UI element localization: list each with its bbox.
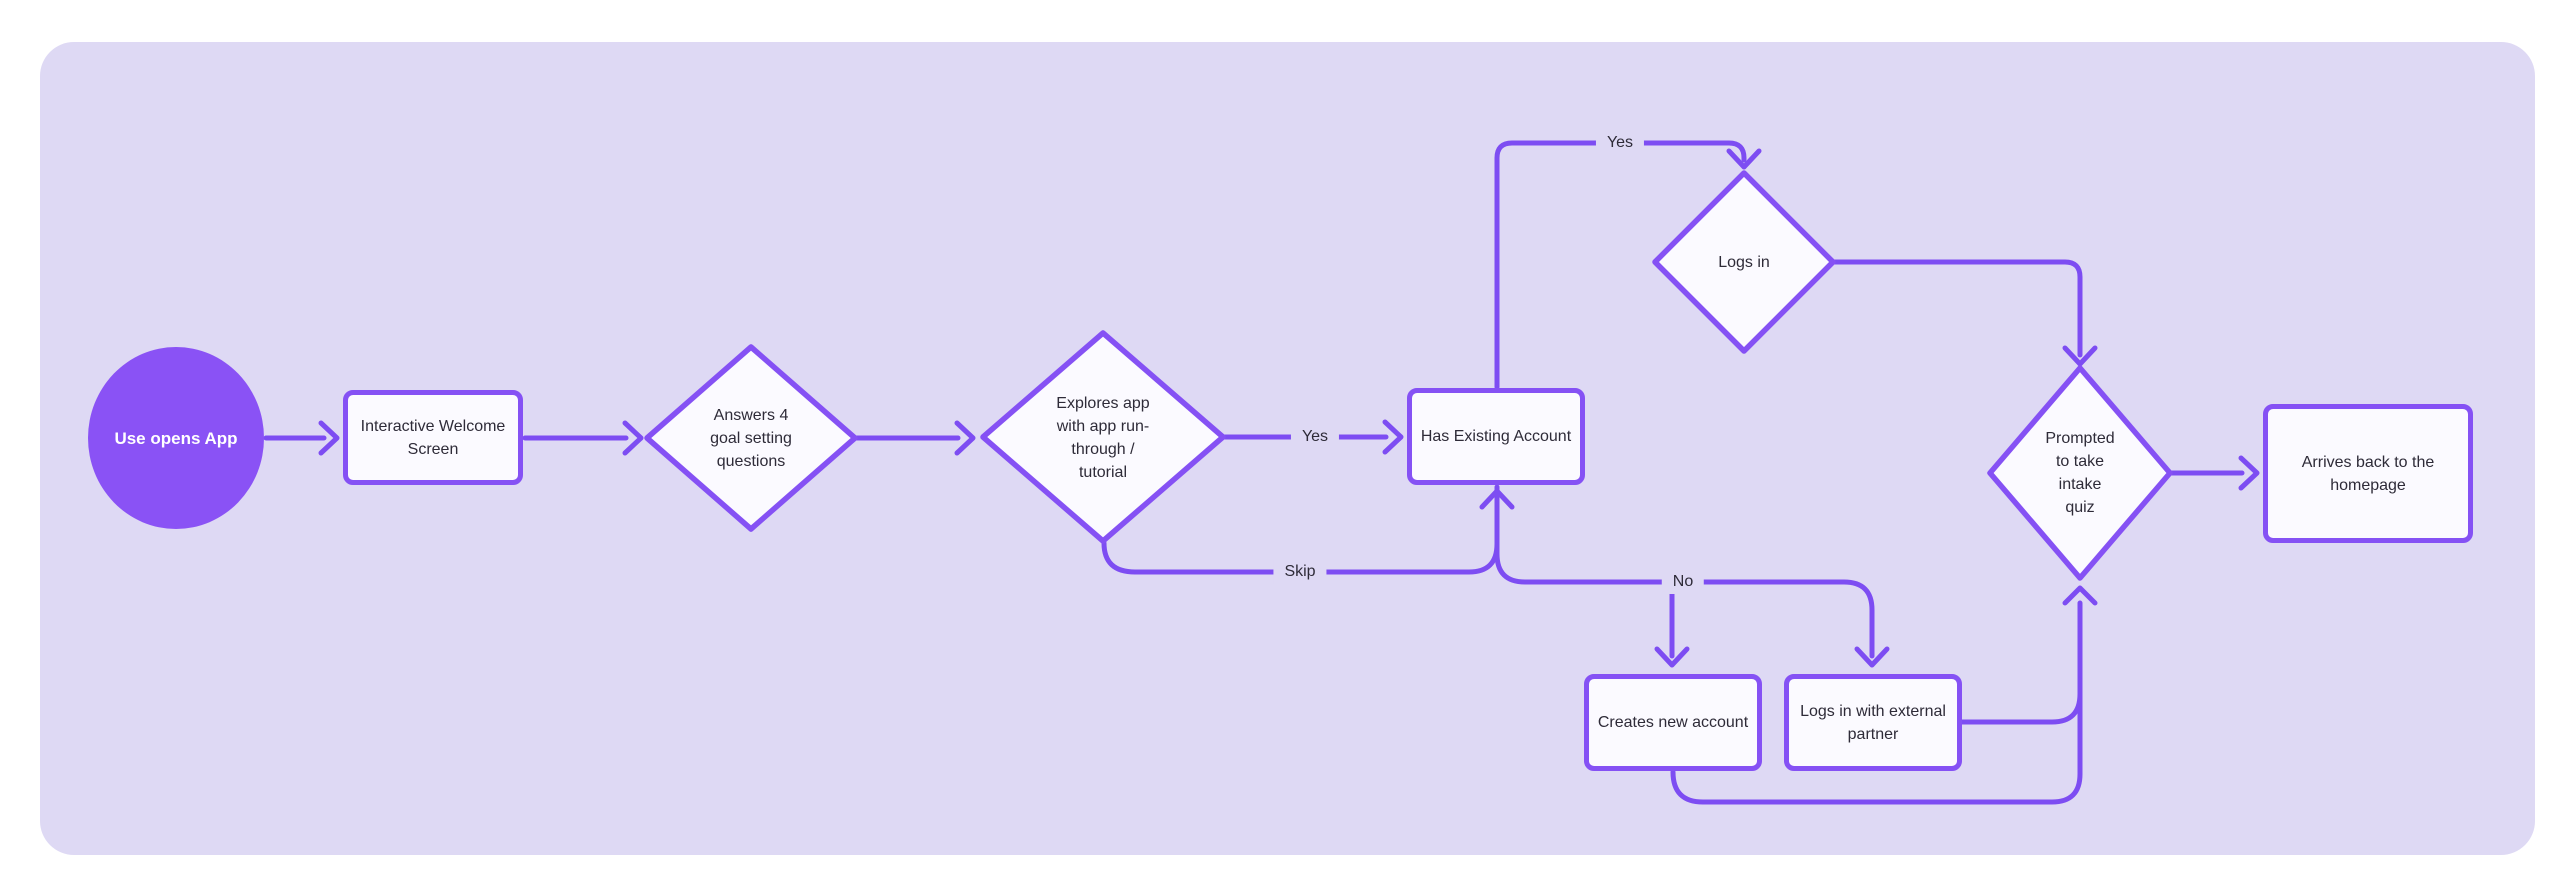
node-intake-quiz-label[interactable]: Prompted to take intake quiz [2045,430,2115,516]
edge-label-skip[interactable]: Skip [1273,560,1327,584]
edge-logs-in-to-intake-quiz[interactable] [1832,259,2083,358]
edge-label-yes-logs-in[interactable]: Yes [1595,131,1645,155]
arrowhead-no-to-new-account [1654,646,1690,668]
node-start[interactable]: Use opens App [88,347,264,529]
edge-label-yes-has-account[interactable]: Yes [1290,425,1340,449]
arrowhead-external-partner-to-intake-quiz [2062,585,2098,606]
node-homepage[interactable]: Arrives back to the homepage [2263,404,2473,543]
arrowhead-start-to-welcome [318,420,340,456]
arrowhead-intake-quiz-to-homepage [2238,455,2260,491]
arrowhead-logs-in-to-intake-quiz [2062,345,2098,367]
node-has-existing-account[interactable]: Has Existing Account [1407,388,1585,485]
edge-label-no[interactable]: No [1661,570,1705,594]
decision-goal-questions[interactable] [644,344,858,532]
arrowhead-has-account-yes-to-logs-in [1726,148,1762,170]
node-external-partner[interactable]: Logs in with external partner [1784,674,1962,771]
node-welcome-screen[interactable]: Interactive Welcome Screen [343,390,523,485]
edge-external-partner-to-intake-quiz[interactable] [1959,600,2083,725]
decision-intake-quiz[interactable] [1987,365,2173,581]
arrowhead-no-to-external-partner [1854,646,1890,668]
decision-explore[interactable] [980,330,1226,544]
node-explore-label[interactable]: Explores app with app run- through / tut… [1056,395,1150,481]
edge-new-account-to-intake-quiz[interactable] [1670,677,2083,805]
arrowhead-welcome-to-goal-questions [622,420,644,456]
node-logs-in-label[interactable]: Logs in [1718,253,1770,271]
node-creates-new-account[interactable]: Creates new account [1584,674,1762,771]
arrowhead-explore-yes-to-has-account [1382,419,1404,455]
decision-logs-in[interactable] [1652,170,1836,354]
arrowhead-goal-questions-to-explore [954,420,976,456]
node-goal-questions-label[interactable]: Answers 4 goal setting questions [710,406,792,470]
